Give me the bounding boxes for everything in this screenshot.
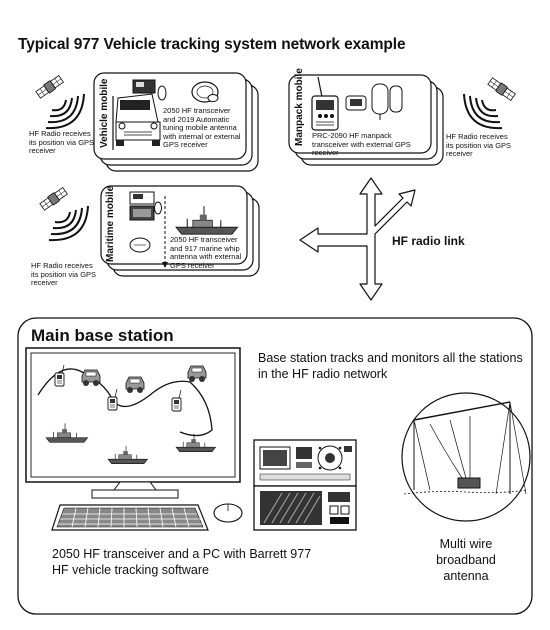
whip-antenna-icon — [129, 196, 168, 268]
manpack-radio-icon — [311, 76, 339, 131]
pc-caption: 2050 HF transceiver and a PC with Barret… — [52, 547, 312, 577]
maritime-gps-note: HF Radio receives its position via GPS r… — [31, 261, 97, 288]
hf-link-arrows — [299, 177, 416, 301]
mouse — [213, 503, 243, 523]
map-boundary — [37, 368, 213, 437]
base-station-title: Main base station — [31, 326, 174, 345]
base-transceiver — [253, 439, 357, 531]
manpack-caption: PRC-2090 HF manpack transceiver with ext… — [312, 131, 411, 158]
jeep-icon — [112, 93, 161, 150]
vehicle-caption: 2050 HF transceiver and 2019 Automatic t… — [163, 106, 241, 150]
gps-receiver-icon — [345, 95, 367, 111]
vehicle-radio-icon — [132, 79, 167, 101]
hf-radio-link-label: HF radio link — [392, 234, 465, 248]
satellite-icon-vehicle — [34, 74, 65, 100]
base-station-description: Base station tracks and monitors all the… — [258, 351, 523, 381]
keyboard — [51, 504, 209, 531]
satellite-icon-manpack — [486, 76, 517, 102]
manpack-gps-note: HF Radio receives its position via GPS r… — [446, 132, 512, 159]
mobile-antenna-icon — [191, 81, 219, 103]
maritime-radio-icon — [129, 191, 162, 221]
satellite-icon-maritime — [38, 186, 69, 212]
vehicle-mobile-label: Vehicle mobile — [99, 78, 110, 148]
vehicle-card-stack — [93, 72, 259, 172]
maritime-caption: 2050 HF transceiver and 917 marine whip … — [170, 235, 242, 270]
maritime-mobile-label: Maritime mobile — [105, 185, 116, 262]
handset-icon — [371, 83, 403, 120]
page-title: Typical 977 Vehicle tracking system netw… — [18, 36, 406, 53]
vehicle-gps-note: HF Radio receives its position via GPS r… — [29, 129, 95, 156]
pc-monitor — [25, 347, 241, 499]
manpack-card-stack — [288, 74, 444, 166]
broadband-antenna — [401, 392, 531, 522]
signal-waves-vehicle — [45, 93, 85, 130]
signal-waves-manpack — [463, 93, 503, 130]
signal-waves-maritime — [48, 205, 89, 242]
maritime-card-stack — [100, 185, 260, 277]
manpack-mobile-label: Manpack mobile — [294, 68, 305, 146]
antenna-caption: Multi wire broadband antenna — [436, 537, 496, 583]
